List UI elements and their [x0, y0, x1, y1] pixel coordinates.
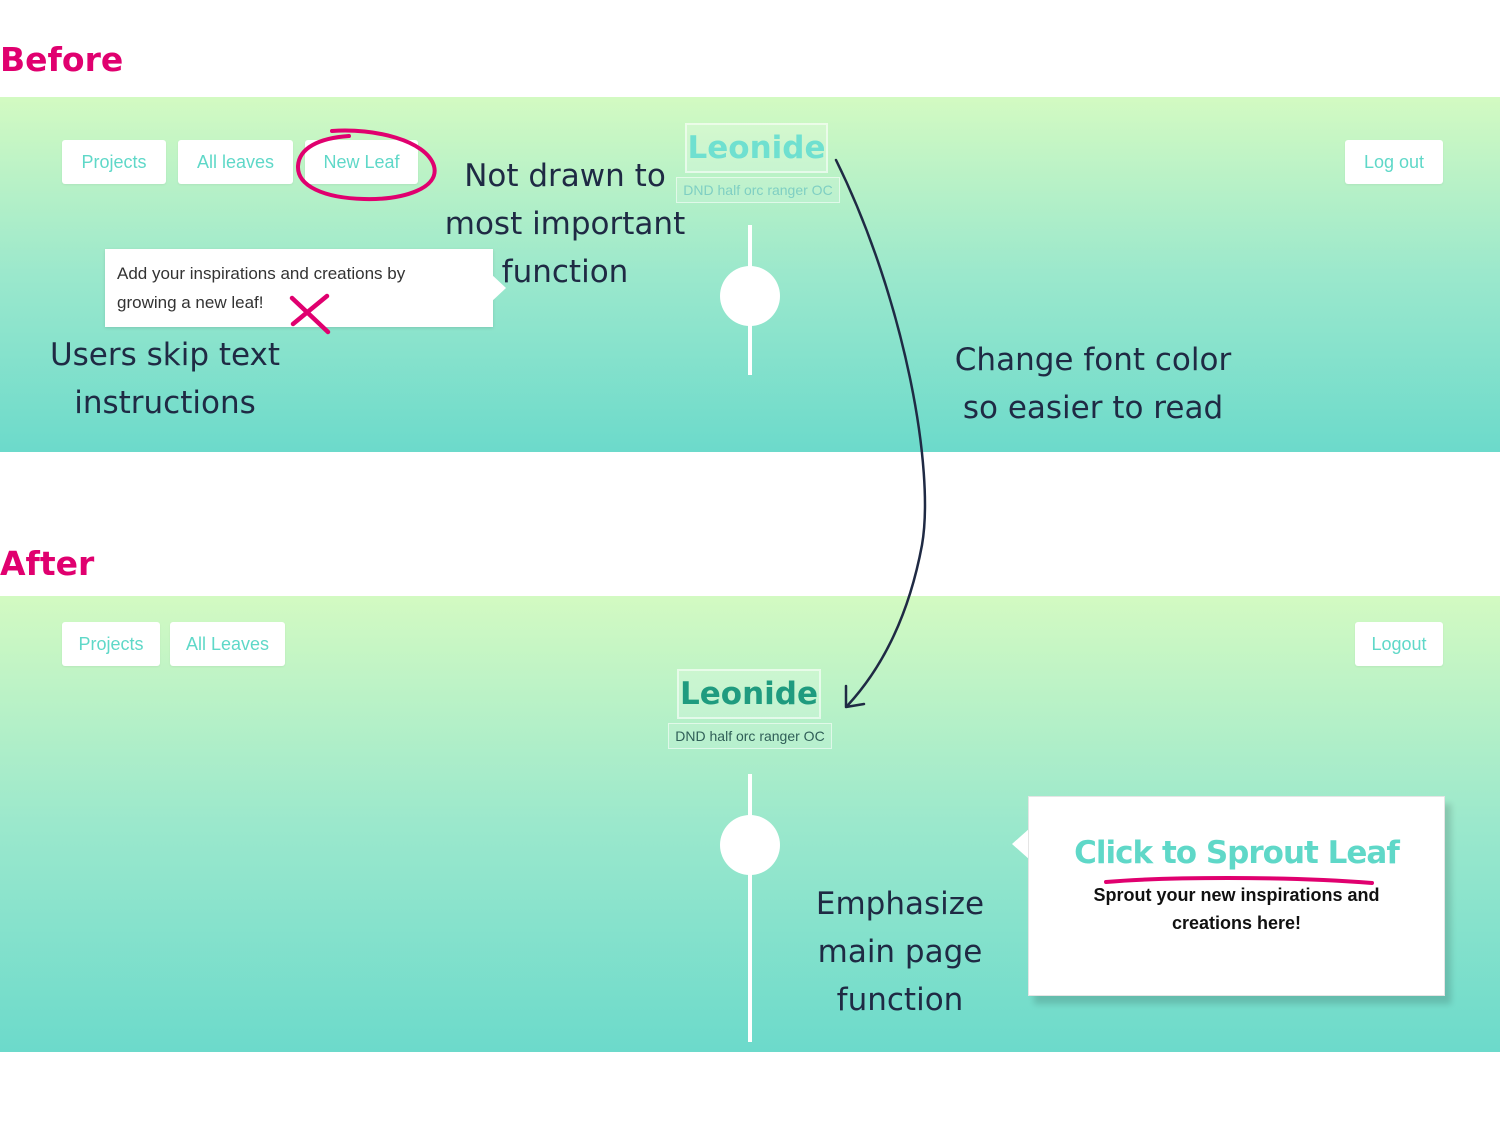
after-page-title: Leonide [677, 669, 821, 719]
note-skip-text: Users skip text instructions [49, 337, 281, 421]
before-tooltip-pointer [490, 273, 506, 303]
before-projects-button[interactable]: Projects [62, 140, 166, 184]
before-all-leaves-button[interactable]: All leaves [178, 140, 293, 184]
before-logout-button[interactable]: Log out [1345, 140, 1443, 184]
after-logout-button[interactable]: Logout [1355, 622, 1443, 666]
after-page-subtitle: DND half orc ranger OC [668, 723, 832, 749]
before-heading: Before [0, 40, 124, 79]
after-projects-button[interactable]: Projects [62, 622, 160, 666]
sprout-leaf-cta-title[interactable]: Click to Sprout Leaf [1074, 835, 1400, 871]
circle-annotation-icon [295, 128, 437, 202]
note-emphasize: Emphasize main page function [815, 886, 985, 1018]
after-panel: Projects All Leaves Logout Leonide DND h… [0, 596, 1500, 1052]
underline-annotation-icon [1104, 876, 1374, 885]
sprout-leaf-cta-card[interactable]: Click to Sprout Leaf Sprout your new ins… [1028, 796, 1445, 996]
before-page-title: Leonide [685, 123, 828, 173]
before-page-subtitle: DND half orc ranger OC [676, 177, 840, 203]
note-font-color: Change font color so easier to read [954, 342, 1232, 426]
after-all-leaves-button[interactable]: All Leaves [170, 622, 285, 666]
after-heading: After [0, 544, 95, 583]
before-tooltip-line1: Add your inspirations and creations by [117, 264, 406, 283]
after-timeline-line [748, 774, 752, 1042]
before-new-leaf-button[interactable]: New Leaf [305, 140, 418, 184]
before-tooltip: Add your inspirations and creations by g… [105, 249, 493, 327]
before-timeline-node[interactable] [720, 266, 780, 326]
before-tooltip-line2: growing a new leaf! [117, 293, 264, 312]
after-timeline-node[interactable] [720, 815, 780, 875]
x-mark-icon [289, 293, 331, 335]
sprout-leaf-cta-text: Sprout your new inspirations and creatio… [1093, 885, 1380, 933]
before-panel: Projects All leaves New Leaf Log out Leo… [0, 97, 1500, 452]
note-not-drawn: Not drawn to most important function [444, 158, 686, 290]
cta-card-pointer [1012, 828, 1030, 860]
